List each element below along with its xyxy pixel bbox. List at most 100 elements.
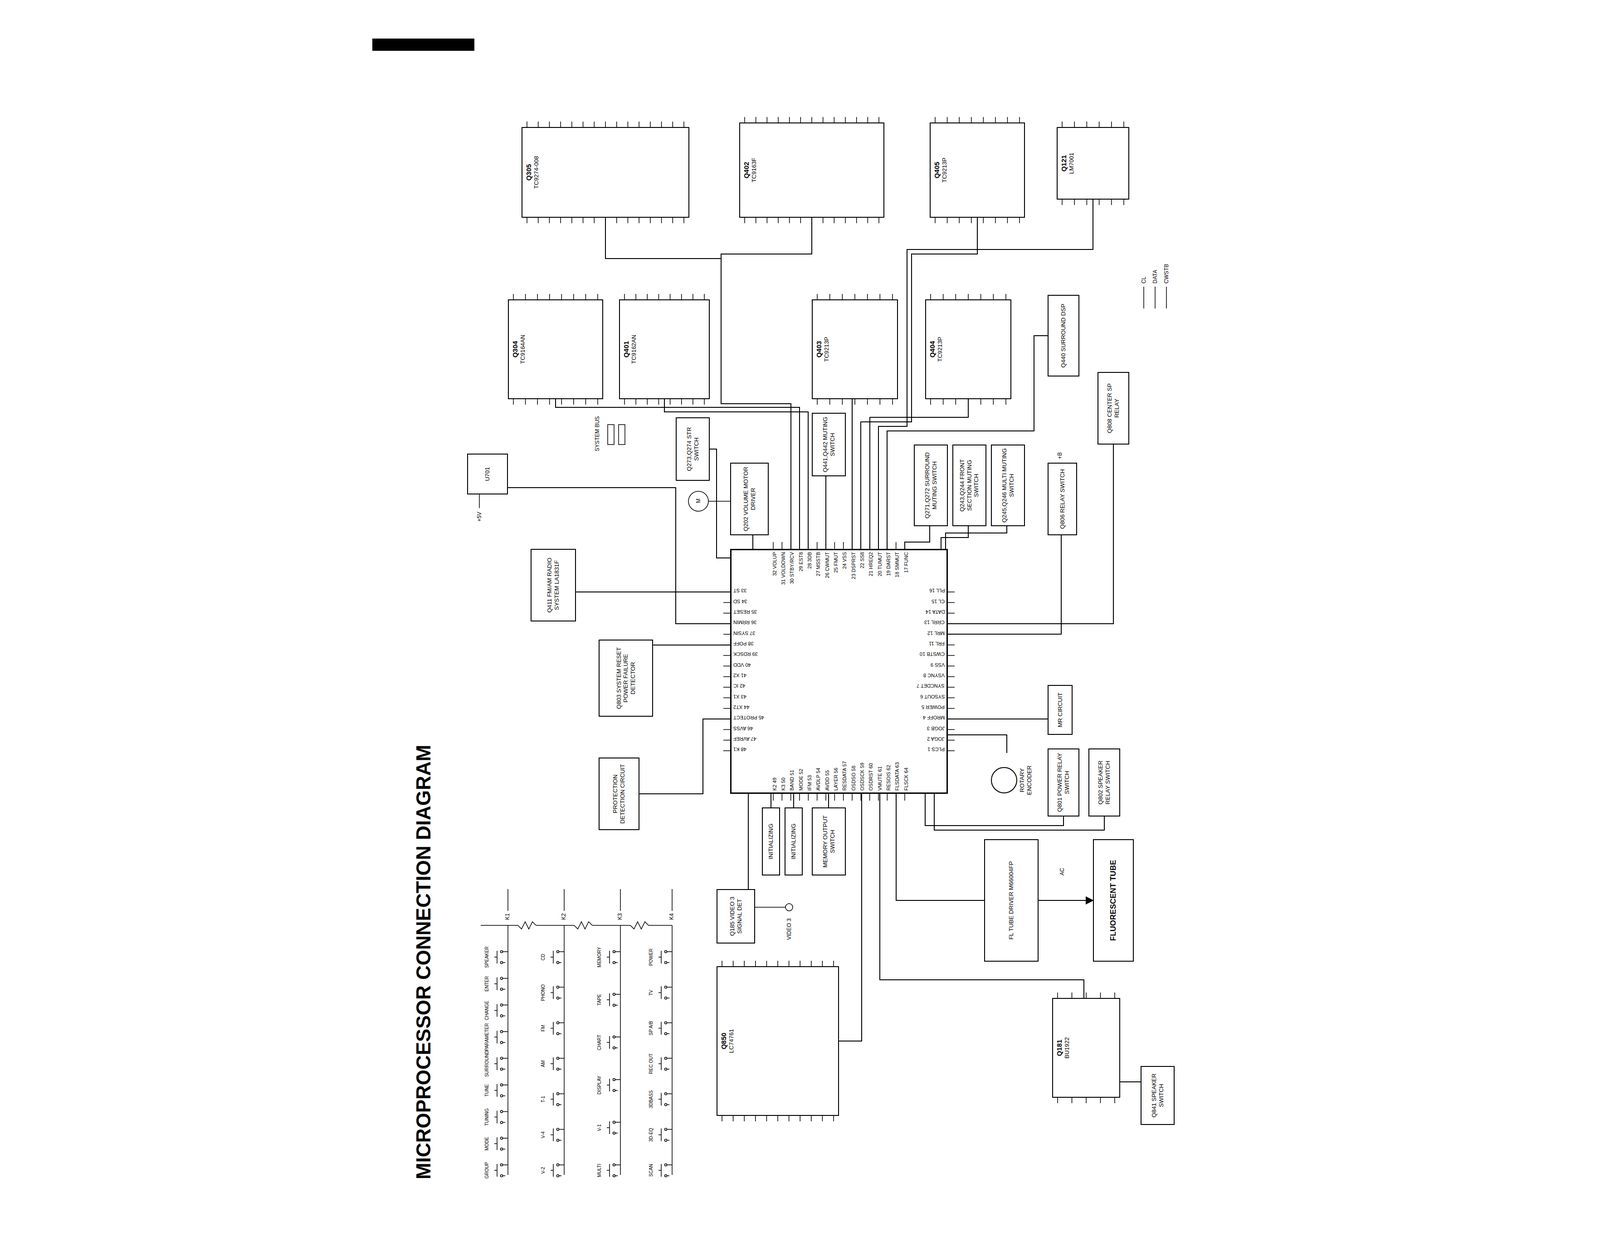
switch-stem	[550, 1134, 554, 1136]
pin-stub	[732, 1115, 734, 1122]
key-label: SPEAKER	[484, 938, 490, 976]
pin-label: K2 49	[771, 777, 778, 791]
switch-lead	[502, 1121, 506, 1123]
switch-contact	[613, 993, 616, 996]
pin-stub	[1100, 1097, 1102, 1103]
pin-label: 43 X1	[733, 693, 747, 700]
pin-stub	[669, 399, 671, 405]
pin-stub	[834, 793, 836, 801]
pin-stub	[627, 121, 629, 127]
key-label: TAPE	[596, 981, 603, 1018]
ic-chip: Q402TC9163F	[739, 122, 885, 218]
pin-stub	[561, 293, 563, 300]
pin-label: CL 15	[931, 598, 945, 605]
pin-stub	[947, 750, 955, 752]
switch-lead	[559, 1164, 565, 1166]
chip-label: TC9163F	[750, 125, 758, 215]
pin-stub	[843, 793, 844, 801]
pin-stub	[549, 399, 551, 405]
box-label: Q803 SYSTEM RESET	[615, 642, 623, 714]
pin-stub	[879, 399, 881, 405]
switch-stem	[494, 1036, 498, 1038]
pin-stub	[766, 1115, 768, 1122]
pin-stub	[604, 121, 606, 127]
pin-stub	[995, 217, 996, 224]
switch-stem	[494, 956, 498, 958]
signal-label: K4	[668, 912, 675, 920]
pin-stub	[947, 665, 955, 667]
pin-stub	[980, 399, 982, 405]
circuit-box: Q441,Q442 MUTING SWITCH	[811, 412, 846, 477]
switch-contact	[613, 961, 616, 964]
connector-wire	[1038, 899, 1093, 901]
switch-stem	[550, 1169, 554, 1171]
pin-stub	[624, 399, 625, 405]
connector-wire	[555, 399, 800, 549]
circuit-box: INITIALIZING	[761, 807, 781, 876]
switch-lead	[502, 1137, 509, 1139]
switch-lead	[559, 986, 565, 988]
pin-stub	[842, 399, 844, 405]
pin-stub	[834, 541, 836, 549]
pin-stub	[661, 121, 663, 127]
pin-stub	[942, 293, 944, 300]
pin-stub	[856, 217, 858, 224]
pin-stub	[789, 217, 791, 224]
pin-label: 39 RDSCK	[733, 651, 758, 658]
connector-wire	[605, 217, 791, 549]
switch-lead	[559, 1068, 562, 1070]
jack-symbol	[607, 424, 615, 445]
pin-stub	[681, 399, 683, 405]
pin-stub	[755, 117, 757, 123]
pin-stub	[635, 293, 637, 300]
pin-stub	[788, 960, 790, 966]
switch-stem	[658, 1134, 662, 1136]
connector-wire	[747, 793, 749, 889]
box-label: INITIALIZING	[790, 810, 798, 873]
supply-lead	[478, 494, 480, 508]
pin-stub	[947, 697, 955, 699]
pin-label: OSDSCK 59	[859, 762, 866, 791]
pin-stub	[947, 729, 955, 731]
pin-stub	[856, 117, 858, 123]
pin-stub	[723, 750, 731, 752]
connector-wire	[947, 718, 1048, 720]
connector-wire	[752, 535, 754, 549]
pin-stub	[755, 960, 757, 966]
pin-stub	[597, 399, 599, 405]
pin-stub	[723, 612, 731, 614]
circuit-box: Q440 SURROUND DSP	[1047, 294, 1080, 377]
pin-stub	[854, 399, 856, 405]
pin-label: 26 CWMUT	[824, 551, 831, 578]
ic-chip: Q401TC9162AN	[619, 299, 710, 400]
switch-lead	[615, 1175, 619, 1176]
pin-label: CRRL 13	[924, 619, 945, 626]
key-label: TUNING	[484, 1098, 490, 1136]
box-label: MR CIRCUIT	[1056, 687, 1064, 732]
pin-stub	[958, 117, 960, 123]
circuit-box: Q808 CENTER SP RELAY	[1097, 371, 1130, 445]
connector-wire	[828, 793, 830, 808]
pin-stub	[723, 729, 731, 731]
chip-label: TC9164AN	[519, 302, 527, 396]
schematic-symbols	[479, 117, 1167, 1177]
pin-stub	[766, 117, 768, 123]
switch-lead	[559, 961, 562, 963]
pin-stub	[788, 1115, 790, 1122]
pin-stub	[777, 117, 779, 123]
pin-stub	[755, 1115, 757, 1122]
box-label: Q185 VIDEO 3 SIGNAL DET	[728, 892, 743, 941]
switch-contact	[556, 1021, 560, 1024]
pin-stub	[958, 217, 960, 224]
switch-lead	[667, 997, 670, 999]
pin-stub	[683, 217, 685, 224]
signal-label: DATA	[1151, 269, 1159, 284]
circuit-box: FL TUBE DRIVER M66004FP	[984, 839, 1039, 962]
pin-stub	[616, 217, 618, 224]
connector-wire	[709, 448, 731, 558]
pin-stub	[955, 399, 957, 405]
signal-label: M	[695, 498, 702, 503]
pin-stub	[993, 399, 995, 405]
key-row-wire	[619, 925, 621, 1175]
connector-wire	[825, 476, 827, 549]
